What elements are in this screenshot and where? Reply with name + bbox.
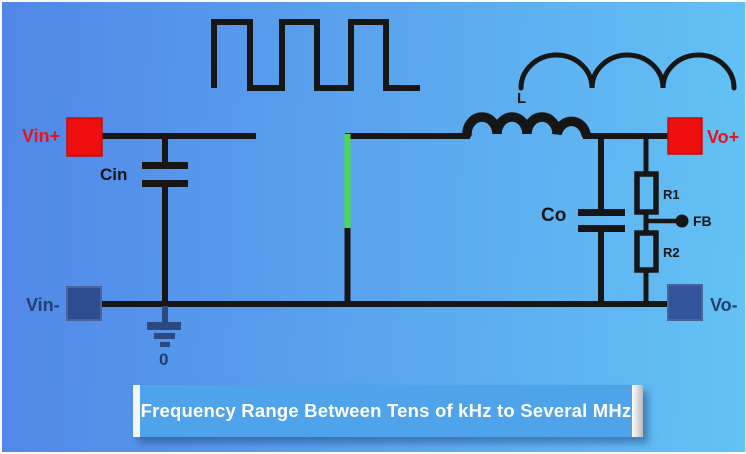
ground-bar-3 — [160, 342, 170, 347]
caption-left-edge — [133, 385, 140, 437]
vin-plus-label: Vin+ — [22, 126, 61, 146]
ground-stem — [162, 306, 168, 323]
resistor-r1-icon — [634, 171, 659, 215]
coil-arcs-icon — [518, 52, 737, 91]
cin-bottom-plate — [142, 180, 188, 187]
inductor-coil-icon — [462, 112, 591, 139]
r1-label: R1 — [663, 187, 680, 202]
co-top-plate — [578, 209, 625, 216]
ground-bar-1 — [147, 322, 181, 330]
vo-plus-terminal — [667, 117, 703, 155]
co-bottom-plate — [578, 225, 625, 232]
ground-bar-2 — [154, 333, 175, 339]
caption-banner: Frequency Range Between Tens of kHz to S… — [133, 385, 643, 437]
co-label: Co — [541, 205, 567, 226]
vo-minus-terminal — [667, 284, 703, 321]
caption-body: Frequency Range Between Tens of kHz to S… — [140, 385, 632, 437]
resistor-r2-icon — [634, 230, 659, 273]
ground-zero-label: 0 — [159, 350, 169, 369]
cin-top-plate — [142, 162, 188, 169]
caption-text: Frequency Range Between Tens of kHz to S… — [140, 400, 632, 421]
caption-right-edge — [632, 385, 643, 437]
vin-plus-terminal — [66, 117, 103, 157]
fb-label: FB — [693, 213, 712, 229]
vo-minus-label: Vo- — [710, 295, 738, 315]
square-wave-icon — [211, 19, 420, 91]
inductor-label: L — [517, 90, 527, 107]
vin-minus-terminal — [66, 286, 102, 321]
r2-label: R2 — [663, 245, 680, 260]
vo-plus-label: Vo+ — [707, 127, 740, 147]
fb-node-dot-icon — [675, 214, 689, 228]
vin-minus-label: Vin- — [26, 295, 60, 315]
cin-label: Cin — [100, 165, 128, 184]
